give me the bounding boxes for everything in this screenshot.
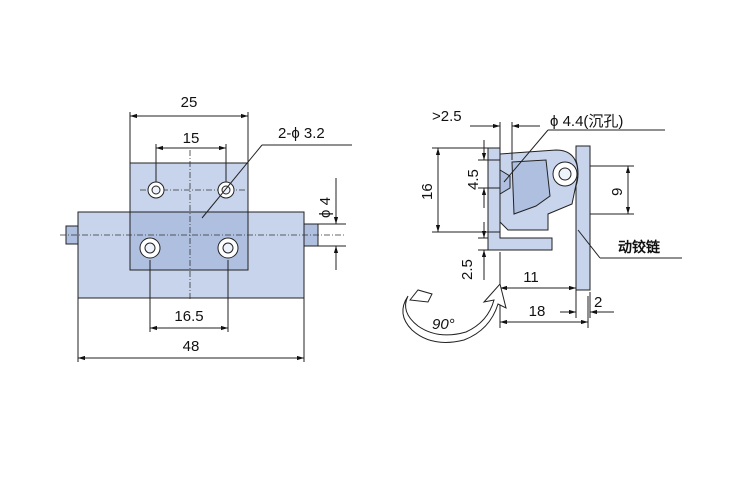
- hole-lower-right-inner: [222, 242, 234, 254]
- rotation-angle: 90°: [432, 316, 455, 333]
- dim-top-inner: 15: [183, 130, 200, 147]
- dim-bottom-outer: 48: [183, 338, 200, 355]
- knuckle-pin: [558, 167, 572, 181]
- dim-pin: ϕ 4: [317, 197, 334, 218]
- dim-width-outer: 18: [529, 303, 546, 320]
- dim-thickness: 2: [594, 294, 602, 311]
- dim-height-outer: 16: [419, 183, 436, 200]
- hole-lower-left-inner: [144, 242, 156, 254]
- rotation-arrow-icon: [402, 282, 507, 343]
- label-moving-hinge: 动铰链: [618, 239, 661, 256]
- dim-countersink: ϕ 4.4(沉孔): [550, 113, 623, 130]
- dim-top-outer: 25: [181, 94, 198, 111]
- dim-gap: >2.5: [432, 108, 462, 125]
- front-view: 25 15 2-ϕ 3.2 ϕ 4 16.5 48: [60, 94, 352, 362]
- dim-width-inner: 11: [523, 269, 539, 286]
- dim-bottom-inner: 16.5: [174, 308, 203, 325]
- countersink: [499, 169, 511, 195]
- dim-hole-spec: 2-ϕ 3.2: [278, 125, 325, 142]
- dim-right-height: 9: [609, 188, 626, 196]
- rotating-part: [511, 159, 551, 215]
- side-view: >2.5 ϕ 4.4(沉孔) 16 4.5 2.5 9 11: [402, 108, 682, 343]
- hole-upper-left-inner: [151, 185, 161, 195]
- dim-height-inner: 4.5: [465, 169, 482, 190]
- moving-leaf: [575, 145, 591, 291]
- dim-lower: 2.5: [459, 259, 476, 280]
